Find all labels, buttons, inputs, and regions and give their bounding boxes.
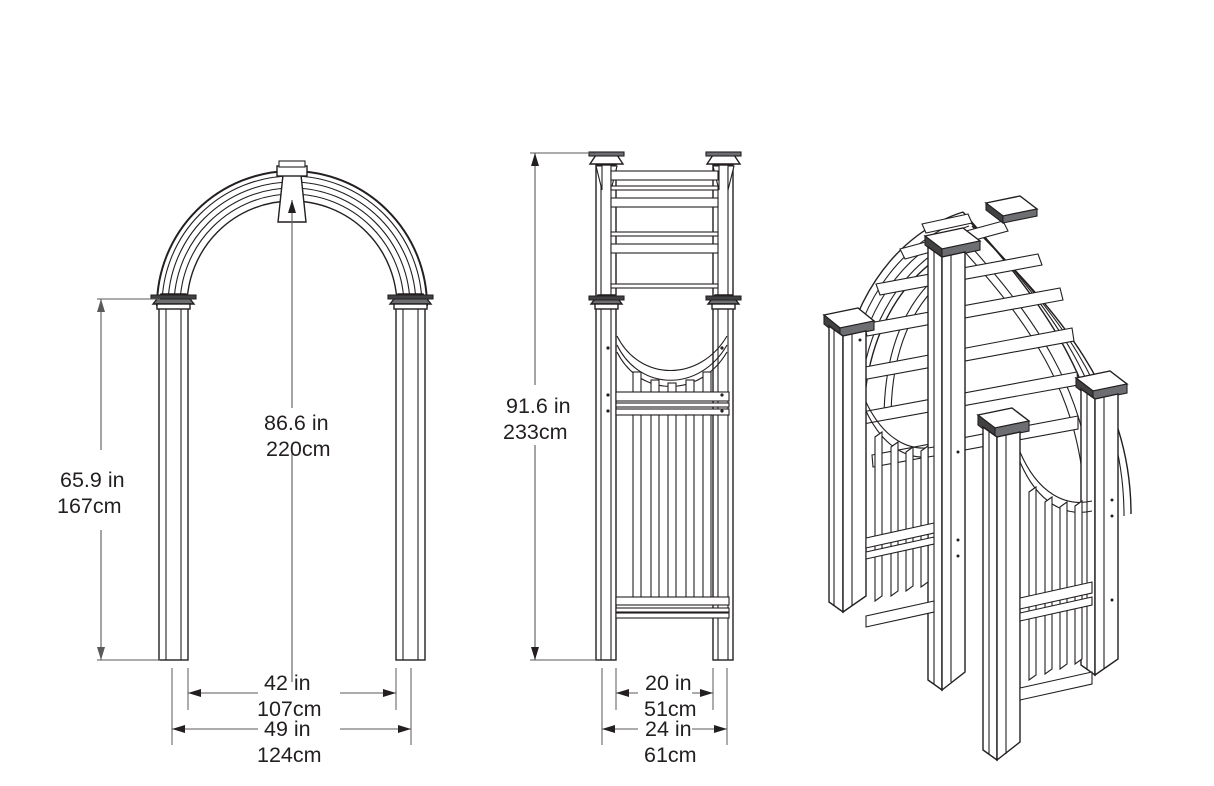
dim-inner-width-inches: 42 in	[264, 671, 311, 695]
iso-rear-panel	[865, 401, 935, 628]
dim-inner-depth-inches: 20 in	[645, 671, 692, 695]
roof-slats	[610, 170, 719, 289]
iso-fastener-marks	[858, 338, 1114, 602]
dim-overall-height-centimeters: 233cm	[503, 420, 568, 444]
dim-overall-depth-centimeters: 61cm	[644, 743, 697, 767]
dim-arch-clearance-height: 86.6 in 220cm	[264, 200, 331, 682]
dim-post-height: 65.9 in 167cm	[57, 298, 160, 661]
dim-overall-depth-inches: 24 in	[645, 717, 692, 741]
dim-inner-depth: 20 in 51cm	[615, 668, 714, 721]
mid-rail-band	[615, 391, 730, 416]
bottom-rail-band	[615, 596, 730, 619]
front-right-post	[387, 293, 434, 661]
dim-overall-height: 91.6 in 233cm	[503, 152, 596, 661]
iso-post-caps	[822, 195, 1129, 440]
dim-overall-width-inches: 49 in	[264, 717, 311, 741]
dim-arch-clearance-inches: 86.6 in	[264, 411, 329, 435]
dim-inner-width-centimeters: 107cm	[257, 697, 322, 721]
dim-overall-width: 49 in 124cm	[171, 668, 412, 767]
dim-arch-clearance-centimeters: 220cm	[266, 437, 331, 461]
dim-post-height-centimeters: 167cm	[57, 494, 122, 518]
iso-posts	[828, 245, 1119, 762]
dim-overall-depth: 24 in 61cm	[601, 668, 728, 767]
iso-front-panel	[1019, 451, 1093, 701]
dim-overall-width-centimeters: 124cm	[257, 743, 322, 767]
iso-perspective-view	[822, 195, 1132, 762]
dim-overall-height-inches: 91.6 in	[506, 394, 571, 418]
dim-inner-depth-centimeters: 51cm	[644, 697, 697, 721]
arch-keystone	[276, 160, 308, 223]
side-elevation-view: 91.6 in 233cm 20 in 51cm 24 in 61cm	[503, 151, 742, 767]
front-elevation-view: 65.9 in 167cm 86.6 in 220cm 42 in 107cm	[57, 160, 434, 767]
dim-inner-width: 42 in 107cm	[187, 668, 397, 721]
fastener-marks	[606, 346, 724, 413]
side-left-post	[588, 151, 625, 661]
dim-post-height-inches: 65.9 in	[60, 468, 125, 492]
front-left-post	[150, 293, 197, 661]
